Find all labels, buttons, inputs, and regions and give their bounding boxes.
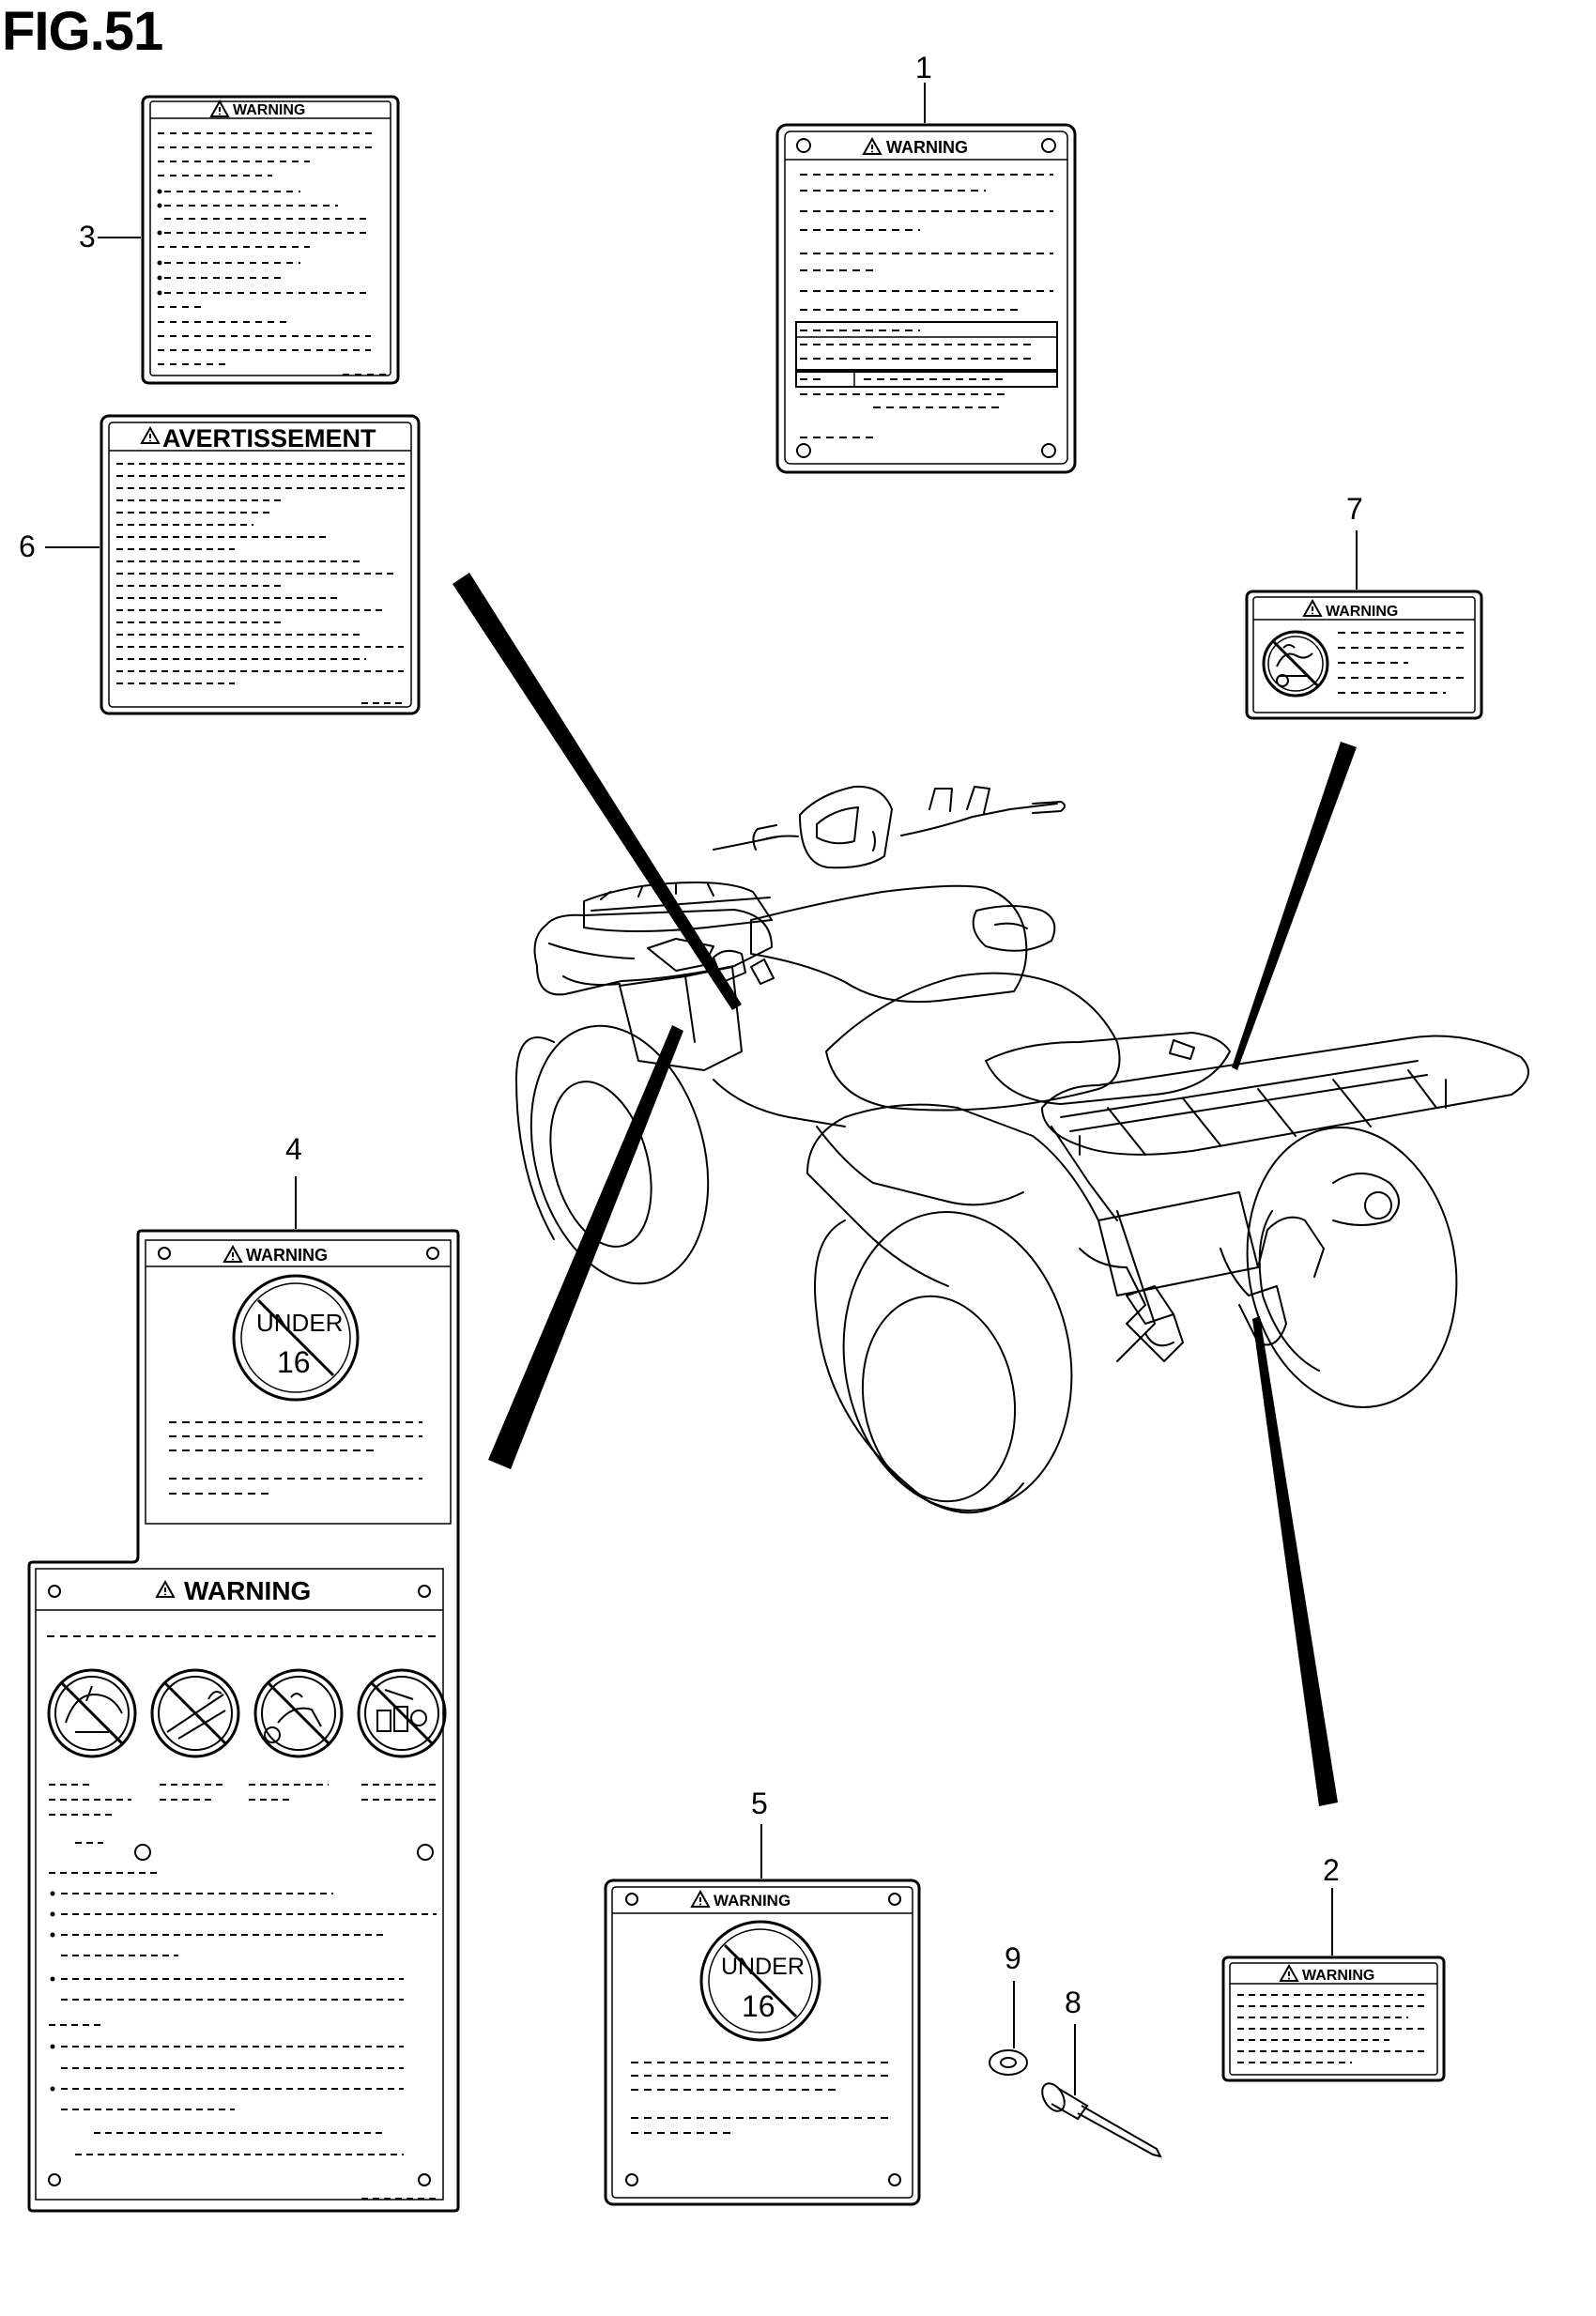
no-paved-road-icon xyxy=(150,1668,240,1758)
callout-9: 9 xyxy=(1005,1941,1021,1975)
label-7-warning-sticker: WARNING xyxy=(1245,590,1483,720)
label-5-warning-sticker: WARNING UNDER 16 xyxy=(604,1879,921,2206)
under-16-text-age-2: 16 xyxy=(742,1989,775,2023)
label-2-warning-sticker: WARNING xyxy=(1221,1956,1446,2082)
label-4-lower-heading: WARNING xyxy=(184,1576,311,1605)
label-6-avertissement-sticker: AVERTISSEMENT xyxy=(100,414,421,715)
label-5-heading: WARNING xyxy=(714,1892,790,1910)
under-16-text-under: UNDER xyxy=(256,1309,343,1337)
label-7-heading: WARNING xyxy=(1326,604,1398,620)
callout-4: 4 xyxy=(285,1132,302,1166)
leader-pointers xyxy=(453,573,1357,1806)
part-9-washer xyxy=(989,2049,1028,2076)
under-16-icon: UNDER 16 xyxy=(232,1274,360,1402)
callout-2: 2 xyxy=(1323,1853,1340,1887)
no-drugs-alcohol-icon xyxy=(47,1668,137,1758)
label-4-heading: WARNING xyxy=(246,1246,328,1265)
callout-8: 8 xyxy=(1065,1986,1082,2019)
callout-3: 3 xyxy=(79,220,96,253)
label-1-heading: WARNING xyxy=(886,138,968,157)
callout-1: 1 xyxy=(915,51,932,84)
prohibition-icons-row xyxy=(47,1668,447,1758)
callout-5: 5 xyxy=(751,1787,768,1820)
under-16-icon-2: UNDER 16 xyxy=(699,1920,821,2042)
label-3-warning-sticker: WARNING xyxy=(141,95,400,385)
label-2-heading: WARNING xyxy=(1302,1968,1374,1984)
callout-7: 7 xyxy=(1346,492,1363,526)
no-passenger-icon xyxy=(1262,630,1329,698)
atv-illustration xyxy=(515,785,1529,1514)
label-6-heading: AVERTISSEMENT xyxy=(162,424,376,452)
figure-title: FIG.51 xyxy=(2,1,163,62)
no-modifications-icon xyxy=(357,1668,447,1758)
under-16-text-age: 16 xyxy=(277,1345,311,1379)
no-passenger-icon-2 xyxy=(253,1668,344,1758)
callout-6: 6 xyxy=(19,529,36,563)
part-8-rivet xyxy=(1041,2082,1162,2158)
label-3-heading: WARNING xyxy=(233,102,305,118)
under-16-text-under-2: UNDER xyxy=(721,1954,805,1980)
label-4-warning-sticker: WARNING UNDER 16 WARNING xyxy=(27,1229,460,2213)
label-1-warning-sticker: WARNING xyxy=(775,123,1077,474)
